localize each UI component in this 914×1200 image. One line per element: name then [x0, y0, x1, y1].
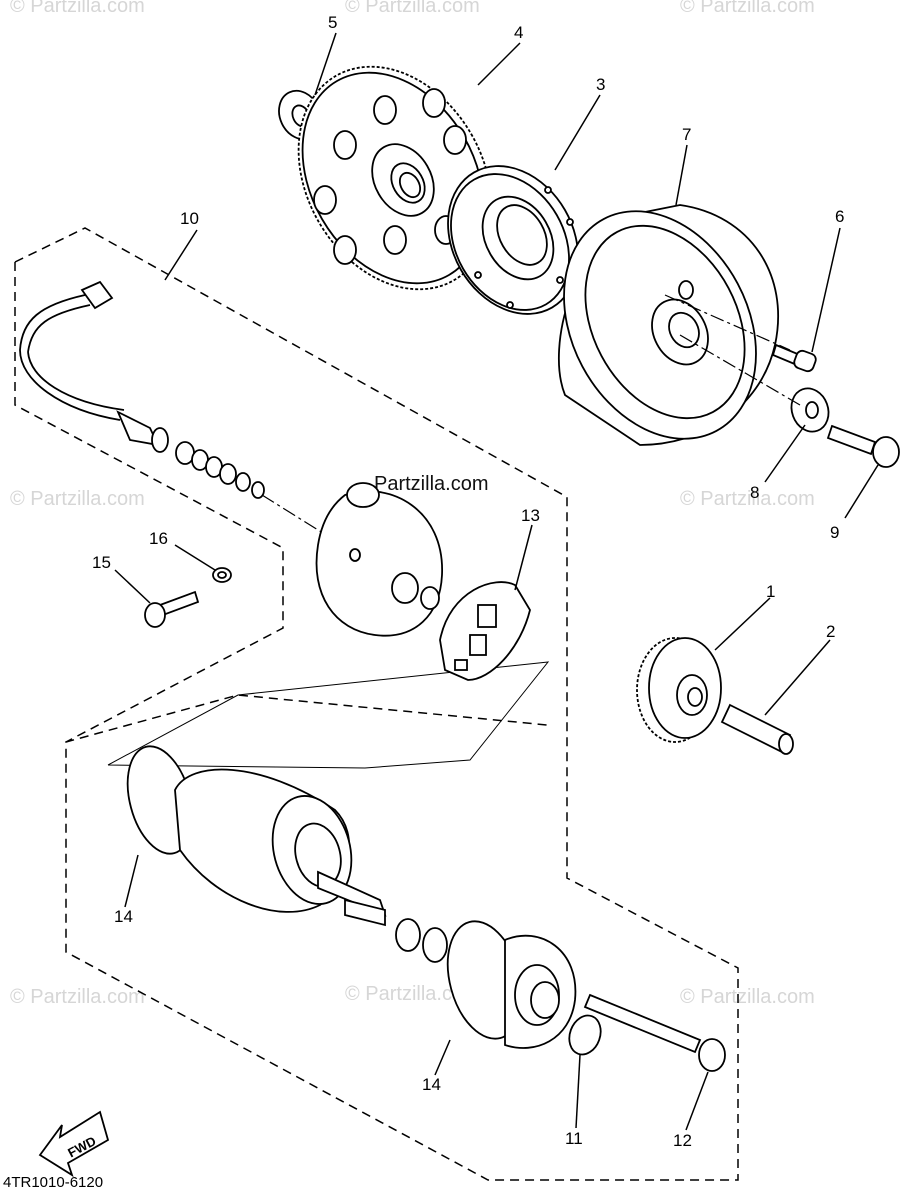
- part-7-flywheel-rotor: [558, 204, 780, 446]
- callout-3: 3: [596, 75, 605, 94]
- callout-2: 2: [826, 622, 835, 641]
- callout-6: 6: [835, 207, 844, 226]
- part-8-washer: [790, 387, 830, 433]
- watermark-right: © Partzilla.com: [680, 488, 815, 510]
- watermark-top-left: © Partzilla.com: [10, 0, 145, 17]
- watermark-layer: © Partzilla.com © Partzilla.com © Partzi…: [10, 0, 815, 1008]
- watermark-bottom-left: © Partzilla.com: [10, 986, 145, 1008]
- callout-10: 10: [180, 209, 199, 228]
- diagram-code: 4TR1010-6120: [3, 1174, 103, 1191]
- part-6-socket-bolt: [771, 343, 817, 373]
- part-12-through-bolt: [583, 993, 726, 1072]
- callout-14-right: 14: [422, 1075, 441, 1094]
- alignment-line-6: [664, 294, 791, 351]
- part-15-bolt: [144, 590, 200, 628]
- part-11-o-ring: [568, 1014, 602, 1056]
- part-1-starter-idle-gear: [636, 637, 722, 743]
- watermark-top-center: © Partzilla.com: [345, 0, 480, 17]
- callout-4: 4: [514, 23, 523, 42]
- callout-7: 7: [682, 125, 691, 144]
- callout-5: 5: [328, 13, 337, 32]
- thrust-washer-2: [422, 927, 448, 963]
- brush-holder-guide-lines: [107, 661, 550, 769]
- callout-8: 8: [750, 483, 759, 502]
- part-9-flange-bolt: [826, 424, 900, 468]
- part-2-shaft: [720, 703, 794, 755]
- callout-1: 1: [766, 582, 775, 601]
- callout-11: 11: [565, 1129, 583, 1148]
- part-10-starter-lead-and-cover: [19, 280, 443, 637]
- starter-assembly-boundary: [14, 227, 739, 1181]
- watermark-top-right: © Partzilla.com: [680, 0, 815, 17]
- leader-lines: [114, 32, 879, 1131]
- watermark-center-label: Partzilla.com: [374, 473, 488, 495]
- part-16-washer: [212, 567, 232, 583]
- callout-13: 13: [521, 506, 540, 525]
- callout-14-left: 14: [114, 907, 133, 926]
- callout-12: 12: [673, 1131, 692, 1150]
- part-14-front-cover-and-yoke: [126, 745, 387, 927]
- callout-16: 16: [149, 529, 168, 548]
- part-4-starter-wheel-gear: [297, 65, 493, 291]
- part-14-end-cover: [446, 920, 577, 1049]
- part-3-one-way-clutch: [447, 165, 579, 315]
- thrust-washer-1: [395, 918, 421, 952]
- watermark-bottom-right: © Partzilla.com: [680, 986, 815, 1008]
- watermark-left: © Partzilla.com: [10, 488, 145, 510]
- callout-labels: 5 4 3 7 6 10 8 9 13 16 15 1 2 14 14 11 1…: [92, 13, 844, 1150]
- alignment-line-8: [679, 334, 801, 406]
- callout-15: 15: [92, 553, 111, 572]
- callout-9: 9: [830, 523, 839, 542]
- watermark-bottom-center: © Partzilla.com: [345, 983, 480, 1005]
- fwd-arrow-icon: FWD: [38, 1110, 110, 1178]
- part-13-brush-holder: [439, 581, 531, 681]
